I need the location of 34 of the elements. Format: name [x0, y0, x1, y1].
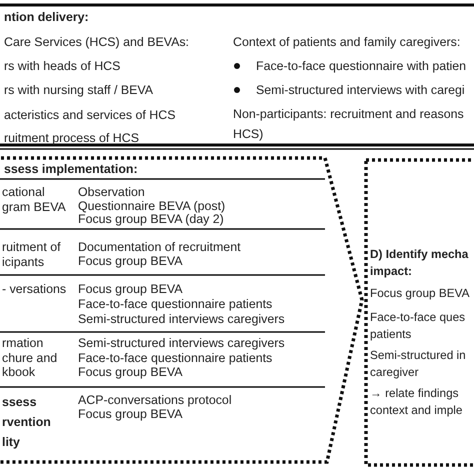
- row-header: ssess rvention lity: [2, 394, 52, 451]
- text: rs with heads of HCS: [4, 59, 120, 74]
- table-cell-text: Focus group BEVA: [78, 282, 184, 297]
- table-cell-text: Focus group BEVA: [78, 407, 184, 422]
- text: acteristics and services of HCS: [4, 108, 176, 123]
- table-cell-text: Semi-structured interviews caregivers: [78, 336, 286, 351]
- text: Semi-structured interviews with caregi: [256, 83, 465, 98]
- table-cell-text: Face-to-face questionnaire patients: [78, 351, 274, 366]
- row-header: ruitment of icipants: [2, 240, 62, 269]
- heading: ssess implementation:: [4, 162, 138, 177]
- row-header: cational gram BEVA: [2, 185, 67, 214]
- heading: D) Identify mecha impact:: [370, 246, 470, 280]
- text: Focus group BEVA: [370, 286, 470, 301]
- text: rs with nursing staff / BEVA: [4, 83, 153, 98]
- table-cell-text: Semi-structured interviews caregivers: [78, 312, 286, 327]
- text: → relate findings context and imple: [370, 385, 464, 419]
- table-cell-text: Face-to-face questionnaire patients: [78, 297, 274, 312]
- heading: ntion delivery:: [4, 10, 89, 25]
- table-cell-text: Observation: [78, 185, 146, 200]
- text: ruitment process of HCS: [4, 131, 139, 146]
- table-cell-text: Documentation of recruitment: [78, 240, 242, 255]
- text: Non-participants: recruitment and reasons HCS): [233, 106, 465, 143]
- row-header: - versations: [2, 282, 68, 296]
- text: Context of patients and family caregivers:: [233, 35, 460, 50]
- table-cell-text: Focus group BEVA (day 2): [78, 212, 224, 227]
- text: Semi-structured in caregiver: [370, 347, 467, 381]
- row-header: rmation chure and kbook: [2, 336, 58, 380]
- table-cell-text: Questionnaire BEVA (post): [78, 199, 226, 214]
- text: Face-to-face ques patients: [370, 309, 466, 343]
- text: Face-to-face questionnaire with patien: [256, 59, 466, 74]
- table-cell-text: Focus group BEVA: [78, 254, 184, 269]
- text: Care Services (HCS) and BEVAs:: [4, 35, 189, 50]
- table-cell-text: ACP-conversations protocol: [78, 393, 233, 408]
- table-cell-text: Focus group BEVA: [78, 365, 184, 380]
